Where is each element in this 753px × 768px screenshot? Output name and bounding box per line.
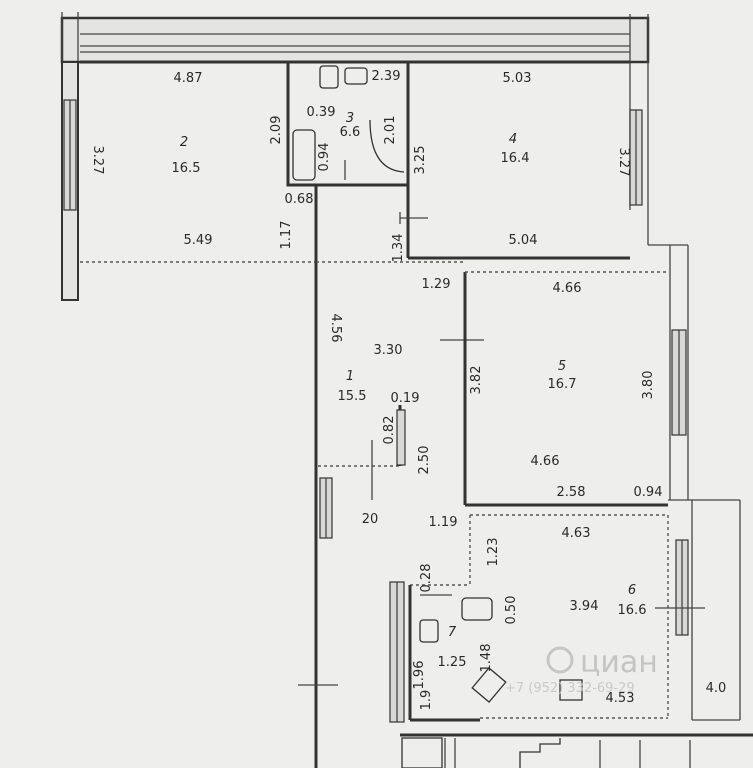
room-area: 16.6 — [618, 603, 647, 618]
room-number: 3 — [346, 111, 354, 126]
dimension-label: 2.01 — [383, 116, 398, 145]
room-area: 16.7 — [548, 377, 577, 392]
room-area: 1.9 — [419, 690, 434, 711]
toilet-small — [419, 619, 439, 643]
dimension-label: 1.96 — [412, 661, 427, 690]
room-number: 6 — [628, 583, 636, 598]
dimension-label: 3.82 — [469, 366, 484, 395]
room-area: 15.5 — [338, 389, 367, 404]
dimension-label: 3.27 — [90, 146, 105, 175]
dimension-label: 2.58 — [557, 485, 586, 500]
dimension-label: 1.25 — [438, 655, 467, 670]
right-exterior-wall — [647, 210, 689, 500]
room-area: 16.4 — [501, 151, 530, 166]
dimension-label: 5.49 — [184, 233, 213, 248]
dimension-label: 0.28 — [419, 564, 434, 593]
dimension-label: 4.63 — [562, 526, 591, 541]
room-area: 16.5 — [172, 161, 201, 176]
room-5-outline — [463, 271, 668, 507]
left-exterior-wall — [61, 61, 79, 301]
dimension-label: 4.56 — [328, 314, 343, 343]
dimension-label: 5.04 — [509, 233, 538, 248]
dimension-label: 3.27 — [616, 148, 631, 177]
room-1-outline — [298, 261, 484, 768]
watermark-brand: циан — [580, 645, 658, 680]
room-4-outline — [399, 60, 643, 260]
dimension-label: 0.82 — [382, 416, 397, 445]
dimension-label: 1.34 — [391, 234, 406, 263]
dimension-label: 4.66 — [531, 454, 560, 469]
dimension-label: 1.48 — [479, 644, 494, 673]
room-labels: 2 16.5 3 6.6 4 16.4 1 15.5 5 16.7 6 16.6… — [172, 111, 647, 710]
room-area: 6.6 — [340, 125, 361, 140]
dimension-label: 1.23 — [486, 538, 501, 567]
dimension-labels: 4.87 2.39 5.03 3.27 2.09 0.39 2.01 0.94 … — [90, 69, 726, 706]
wardrobe — [319, 405, 406, 539]
room-6-outline — [461, 514, 705, 719]
dimension-label: 4.53 — [606, 691, 635, 706]
radiator — [559, 679, 583, 701]
stairwell — [400, 733, 753, 768]
watermark: циан +7 (952) 332-69-29 — [505, 645, 658, 696]
dimension-label: 3.94 — [570, 599, 599, 614]
shower-arc — [369, 119, 405, 173]
dimension-label: 4.66 — [553, 281, 582, 296]
dimension-label: 1.19 — [429, 515, 458, 530]
toilet — [319, 65, 339, 89]
dimension-label: 2.09 — [269, 116, 284, 145]
dimension-label: 0.19 — [391, 391, 420, 406]
room-number: 1 — [346, 369, 354, 384]
watermark-logo-icon — [546, 646, 574, 674]
dimension-label: 3.80 — [641, 371, 656, 400]
dimension-label: 0.68 — [285, 192, 314, 207]
dimension-label: 1.17 — [279, 221, 294, 250]
dimension-label: 2.50 — [417, 446, 432, 475]
balcony — [668, 499, 741, 721]
room-number: 7 — [448, 625, 457, 640]
dimension-label: 0.94 — [317, 143, 332, 172]
dimension-label: 0.50 — [504, 596, 519, 625]
room-7-outline — [389, 581, 480, 723]
dimension-label: 4.87 — [174, 71, 203, 86]
room-number: 5 — [558, 359, 566, 374]
dimension-label: 4.0 — [706, 681, 727, 696]
bathtub — [292, 129, 316, 181]
dimension-label: 1.29 — [422, 277, 451, 292]
dimension-label: 3.30 — [374, 343, 403, 358]
dimension-label: 0.39 — [307, 105, 336, 120]
room-number: 2 — [180, 135, 188, 150]
room-number: 4 — [509, 132, 517, 147]
watermark-phone: +7 (952) 332-69-29 — [505, 681, 635, 696]
dimension-label: 3.25 — [413, 146, 428, 175]
stove — [471, 667, 507, 703]
sink — [344, 67, 368, 85]
dimension-label: 5.03 — [503, 71, 532, 86]
dimension-label: 2.39 — [372, 69, 401, 84]
dimension-label: 20 — [362, 512, 379, 527]
dimension-label: 0.94 — [634, 485, 663, 500]
sink-kitchen — [461, 597, 493, 621]
